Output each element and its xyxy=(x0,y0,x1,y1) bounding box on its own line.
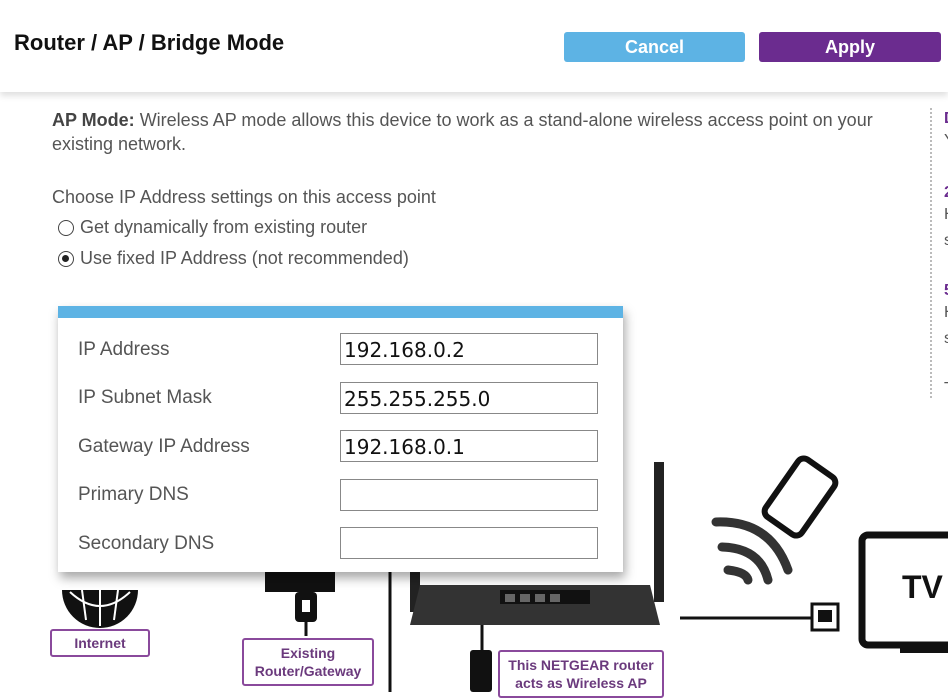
ip-settings-panel-header xyxy=(58,306,623,318)
secondary-dns-label: Secondary DNS xyxy=(78,533,215,554)
ip-settings-panel: IP Address 192.168.0.2 IP Subnet Mask 25… xyxy=(58,306,623,572)
page-title: Router / AP / Bridge Mode xyxy=(14,30,285,55)
help-panel-text: Y xyxy=(944,132,948,150)
internet-label: Internet xyxy=(50,629,150,657)
radio-dynamic-ip-label: Get dynamically from existing router xyxy=(80,217,368,237)
subnet-mask-label: IP Subnet Mask xyxy=(78,387,212,408)
primary-dns-input[interactable] xyxy=(340,479,598,511)
help-panel-text: T xyxy=(944,380,948,398)
tv-icon: TV xyxy=(858,531,948,653)
help-panel-text: 2 xyxy=(944,184,948,202)
help-panel: D Y 2 H s 5 H s T xyxy=(930,108,948,398)
ap-mode-text: Wireless AP mode allows this device to w… xyxy=(52,110,873,154)
help-panel-text: s xyxy=(944,330,948,348)
ip-address-input[interactable]: 192.168.0.2 xyxy=(340,333,598,365)
globe-icon xyxy=(62,589,138,628)
router-icon xyxy=(410,462,664,692)
tv-label: TV xyxy=(902,569,944,605)
wifi-icon xyxy=(711,517,793,585)
help-panel-text: D xyxy=(944,110,948,128)
ip-address-label: IP Address xyxy=(78,339,170,360)
ap-mode-label: AP Mode: xyxy=(52,110,135,130)
primary-dns-label: Primary DNS xyxy=(78,484,189,505)
netgear-router-label: This NETGEAR router acts as Wireless AP xyxy=(498,650,664,698)
radio-dynamic-ip-button[interactable] xyxy=(58,219,74,236)
radio-fixed-ip[interactable]: Use fixed IP Address (not recommended) xyxy=(58,248,409,269)
cancel-button[interactable]: Cancel xyxy=(564,32,745,62)
help-panel-text: s xyxy=(944,232,948,250)
radio-dynamic-ip[interactable]: Get dynamically from existing router xyxy=(58,217,367,238)
gateway-ip-label: Gateway IP Address xyxy=(78,436,250,457)
help-panel-text: H xyxy=(944,304,948,322)
subnet-mask-input[interactable]: 255.255.255.0 xyxy=(340,382,598,414)
gateway-icon xyxy=(265,572,335,636)
help-panel-text: 5 xyxy=(944,282,948,300)
gateway-ip-input[interactable]: 192.168.0.1 xyxy=(340,430,598,462)
ethernet-port-icon xyxy=(810,602,840,632)
header-bar: Router / AP / Bridge Mode Cancel Apply xyxy=(0,0,948,92)
secondary-dns-input[interactable] xyxy=(340,527,598,559)
ip-settings-prompt: Choose IP Address settings on this acces… xyxy=(52,187,436,207)
radio-fixed-ip-label: Use fixed IP Address (not recommended) xyxy=(80,248,409,268)
ap-mode-description: AP Mode: Wireless AP mode allows this de… xyxy=(52,108,912,156)
apply-button[interactable]: Apply xyxy=(759,32,941,62)
help-panel-text: H xyxy=(944,206,948,224)
radio-fixed-ip-button[interactable] xyxy=(58,250,74,267)
phone-icon xyxy=(761,455,839,539)
existing-router-label: Existing Router/Gateway xyxy=(242,638,374,686)
